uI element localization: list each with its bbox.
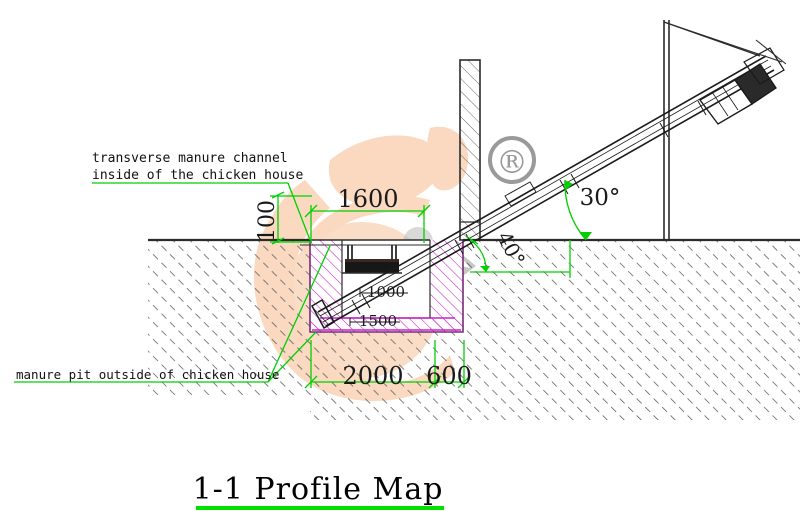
label-manure-pit: manure pit outside of chicken house (16, 367, 279, 382)
registered-glyph: ® (496, 143, 528, 181)
dim-label-100: 100 (255, 200, 280, 242)
dim-label-1600: 1600 (337, 185, 398, 213)
label-transverse-channel-line1: transverse manure channel (92, 151, 288, 166)
inner-dimension-layer (349, 289, 408, 326)
channel-trough (345, 261, 399, 273)
leader-transverse-channel (92, 182, 311, 241)
dim-label-1000: 1000 (367, 283, 405, 301)
transverse-manure-channel (300, 239, 430, 274)
dim-label-1500: 1500 (359, 312, 397, 330)
dimension-layer (14, 179, 592, 389)
label-transverse-channel-line2: inside of the chicken house (92, 168, 303, 183)
support-pole (663, 20, 761, 240)
chicken-house-wall (459, 59, 481, 241)
dim-1600 (304, 204, 431, 243)
dim-label-600: 600 (426, 362, 472, 390)
ground-soil (148, 238, 800, 420)
dim-label-angle-30: 30° (580, 185, 621, 211)
dim-100 (270, 191, 312, 245)
dim-angle-30 (564, 179, 592, 241)
leader-manure-pit (14, 245, 331, 383)
conveyor-tail (310, 298, 336, 330)
dim-angle-40 (465, 235, 571, 278)
watermark-registered-mark: ® (488, 136, 536, 184)
conveyor-discharge (734, 63, 777, 105)
dim-600 (435, 340, 471, 389)
dim-label-2000: 2000 (342, 362, 403, 390)
inclined-conveyor (310, 21, 787, 330)
drawing-title: 1-1 Profile Map (193, 472, 444, 507)
pit-outline (309, 240, 464, 333)
